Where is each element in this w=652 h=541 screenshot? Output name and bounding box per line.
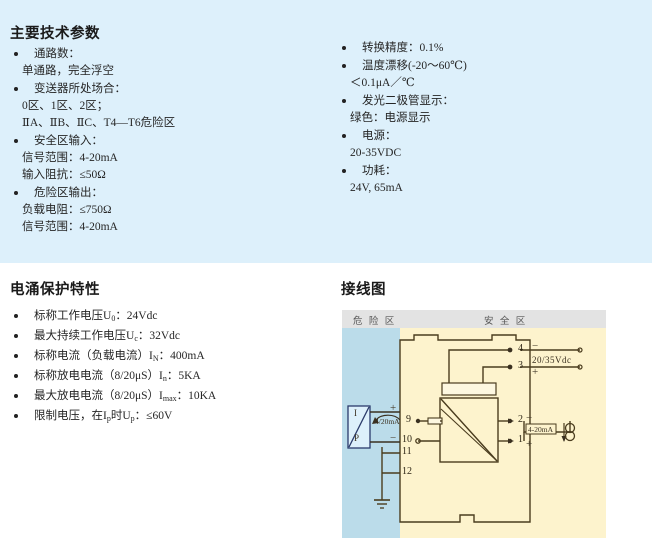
power-supply-label: 20/35Vdc	[532, 355, 572, 365]
spec-left-label: 变送器所处场合：	[34, 83, 126, 95]
bullet-dot-icon	[14, 414, 18, 418]
bullet-dot-icon	[14, 354, 18, 358]
terminal-10-label: 10	[402, 434, 412, 445]
surge-item: 最大持续工作电压Uc：32Vdc	[12, 328, 322, 347]
spec-left-detail: 负载电阻：≤750Ω	[22, 204, 112, 216]
transmitter-i-label: I	[354, 408, 357, 418]
spec-left-detail: 信号范围：4-20mA	[22, 221, 118, 233]
safe-zone-label: 安 全 区	[484, 317, 528, 327]
hazardous-zone-label: 危 险 区	[353, 317, 397, 327]
spec-right-item: 功耗： 24V, 65mA	[340, 163, 640, 197]
spec-right-item: 发光二极管显示： 绿色：电源显示	[340, 93, 640, 127]
surge-item-text: 限制电压，在Ip时Up：≤60V	[34, 410, 173, 423]
spec-left-label: 危险区输出：	[34, 187, 103, 199]
spec-left-item: 安全区输入： 信号范围：4-20mA 输入阻抗：≤50Ω	[12, 133, 312, 184]
spec-right-detail: 20-35VDC	[350, 147, 402, 159]
surge-section-title: 电涌保护特性	[10, 282, 100, 298]
page-title: 主要技术参数	[10, 26, 100, 42]
loop-current-label: 4/20mA	[375, 417, 400, 426]
bullet-dot-icon	[14, 394, 18, 398]
spec-left-detail-group: 信号范围：4-20mA 输入阻抗：≤50Ω	[22, 150, 312, 184]
bullet-dot-icon	[342, 134, 346, 138]
bullet-dot-icon	[14, 139, 18, 143]
spec-left-detail-group: 单通路，完全浮空	[22, 63, 312, 80]
spec-left-label: 通路数：	[34, 48, 80, 60]
surge-list: 标称工作电压U0：24Vdc 最大持续工作电压Uc：32Vdc 标称电流（负载电流）…	[12, 308, 322, 428]
surge-item: 限制电压，在Ip时Up：≤60V	[12, 408, 322, 427]
spec-right-detail-group: 24V, 65mA	[350, 180, 640, 197]
bullet-dot-icon	[342, 64, 346, 68]
bullet-dot-icon	[14, 314, 18, 318]
spec-right-detail: 绿色：电源显示	[350, 112, 431, 124]
spec-right-detail-group: 20-35VDC	[350, 145, 640, 162]
surge-item-text: 标称工作电压U0：24Vdc	[34, 310, 158, 323]
specs-list-right: 转换精度：0.1% 温度漂移(-20～60℃) ＜0.1μA／℃ 发光二极管显示： 绿色…	[340, 40, 640, 197]
output-plus-sign: +	[526, 438, 533, 450]
spec-right-label: 温度漂移(-20～60℃)	[362, 60, 467, 72]
surge-item-text: 标称放电电流（8/20μS）In：5KA	[34, 370, 201, 383]
specs-panel: 主要技术参数 通路数： 单通路，完全浮空变送器所处场合： 0区、1区、2区； ⅡA、Ⅱ…	[0, 0, 652, 263]
spec-right-item: 电源： 20-35VDC	[340, 128, 640, 162]
bullet-dot-icon	[342, 169, 346, 173]
spec-right-label: 电源：	[362, 130, 397, 142]
bullet-dot-icon	[342, 46, 346, 50]
bullet-dot-icon	[342, 99, 346, 103]
power-plus-sign: +	[532, 366, 539, 378]
terminal-11-label: 11	[402, 446, 412, 457]
transmitter-p-label: P	[354, 433, 360, 443]
specs-column-right: 转换精度：0.1% 温度漂移(-20～60℃) ＜0.1μA／℃ 发光二极管显示： 绿色…	[340, 40, 640, 198]
spec-left-item: 通路数： 单通路，完全浮空	[12, 46, 312, 80]
bullet-dot-icon	[14, 191, 18, 195]
surge-item-text: 最大放电电流（8/20μS）Imax：10KA	[34, 390, 217, 403]
spec-right-detail: ＜0.1μA／℃	[350, 77, 415, 89]
spec-right-item: 转换精度：0.1%	[340, 40, 640, 57]
spec-left-detail: ⅡA、ⅡB、ⅡC、T4—T6危险区	[22, 117, 176, 129]
spec-right-detail: 24V, 65mA	[350, 182, 403, 194]
spec-right-label: 发光二极管显示：	[362, 95, 454, 107]
spec-right-detail-group: ＜0.1μA／℃	[350, 75, 640, 92]
spec-left-detail: 输入阻抗：≤50Ω	[22, 169, 106, 181]
spec-right-detail-group: 绿色：电源显示	[350, 110, 640, 127]
spec-left-detail: 0区、1区、2区；	[22, 100, 109, 112]
terminal-4-label: 4	[518, 343, 523, 354]
diagram-header-bar	[342, 310, 606, 328]
specs-list-left: 通路数： 单通路，完全浮空变送器所处场合： 0区、1区、2区； ⅡA、ⅡB、ⅡC、T4…	[12, 46, 312, 236]
spec-right-label: 功耗：	[362, 165, 397, 177]
specs-column-left: 通路数： 单通路，完全浮空变送器所处场合： 0区、1区、2区； ⅡA、ⅡB、ⅡC、T4…	[12, 46, 312, 237]
output-current-label: 4-20mA	[528, 425, 553, 434]
terminal-1-label: 1	[518, 434, 523, 445]
spec-left-detail: 单通路，完全浮空	[22, 65, 114, 77]
spec-left-item: 危险区输出： 负载电阻：≤750Ω 信号范围：4-20mA	[12, 185, 312, 236]
terminal-9-label: 9	[406, 414, 411, 425]
output-minus-sign: −	[526, 412, 533, 424]
surge-item: 标称电流（负载电流）IN：400mA	[12, 348, 322, 367]
bullet-dot-icon	[14, 334, 18, 338]
terminal-12-label: 12	[402, 466, 412, 477]
surge-item: 最大放电电流（8/20μS）Imax：10KA	[12, 388, 322, 407]
surge-item-text: 最大持续工作电压Uc：32Vdc	[34, 330, 181, 343]
surge-item-text: 标称电流（负载电流）IN：400mA	[34, 350, 205, 363]
spec-right-item: 温度漂移(-20～60℃) ＜0.1μA／℃	[340, 58, 640, 92]
power-minus-sign: −	[532, 340, 539, 352]
wiring-diagram: 危 险 区 安 全 区	[342, 310, 606, 538]
spec-right-label: 转换精度：0.1%	[362, 42, 444, 54]
bullet-dot-icon	[14, 374, 18, 378]
bullet-dot-icon	[14, 52, 18, 56]
spec-left-detail-group: 0区、1区、2区； ⅡA、ⅡB、ⅡC、T4—T6危险区	[22, 98, 312, 132]
spec-left-label: 安全区输入：	[34, 135, 103, 147]
spec-left-item: 变送器所处场合： 0区、1区、2区； ⅡA、ⅡB、ⅡC、T4—T6危险区	[12, 81, 312, 132]
input-plus-sign: +	[390, 402, 397, 414]
surge-item: 标称放电电流（8/20μS）In：5KA	[12, 368, 322, 387]
wiring-section-title: 接线图	[341, 282, 386, 298]
spec-left-detail-group: 负载电阻：≤750Ω 信号范围：4-20mA	[22, 202, 312, 236]
spec-left-detail: 信号范围：4-20mA	[22, 152, 118, 164]
bullet-dot-icon	[14, 87, 18, 91]
terminal-2-label: 2	[518, 414, 523, 425]
input-minus-sign: −	[390, 432, 397, 444]
terminal-3-label: 3	[518, 360, 523, 371]
surge-item: 标称工作电压U0：24Vdc	[12, 308, 322, 327]
diagram-schematic	[347, 334, 583, 523]
